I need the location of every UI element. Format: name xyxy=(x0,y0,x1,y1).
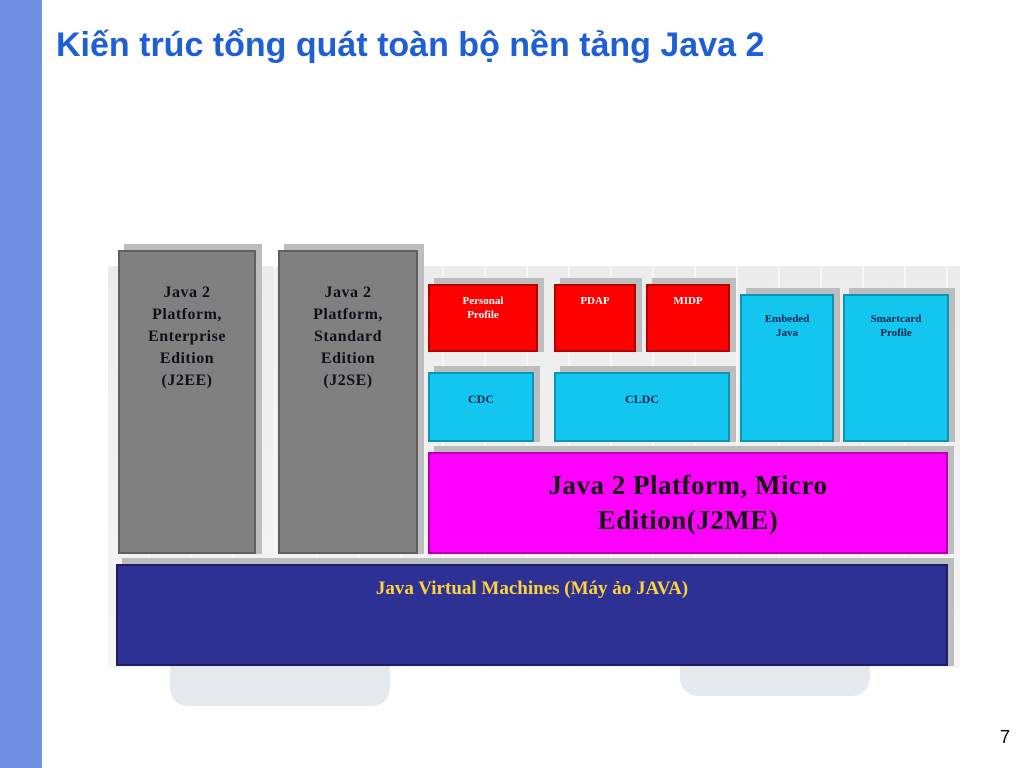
j2me-block: Java 2 Platform, Micro Edition(J2ME) xyxy=(428,452,948,554)
embedded-java-block: Embeded Java xyxy=(740,294,834,442)
cdc-block: CDC xyxy=(428,372,534,442)
midp-block: MIDP xyxy=(646,284,730,352)
java2-architecture-diagram: Java 2 Platform, Enterprise Edition (J2E… xyxy=(108,236,960,714)
page-number: 7 xyxy=(999,727,1010,747)
left-accent-bar xyxy=(0,0,42,768)
jvm-block: Java Virtual Machines (Máy ảo JAVA) xyxy=(116,564,948,666)
cldc-block: CLDC xyxy=(554,372,730,442)
personal-profile-block: Personal Profile xyxy=(428,284,538,352)
j2se-block: Java 2 Platform, Standard Edition (J2SE) xyxy=(278,250,418,554)
j2ee-block: Java 2 Platform, Enterprise Edition (J2E… xyxy=(118,250,256,554)
slide-title: Kiến trúc tổng quát toàn bộ nền tảng Jav… xyxy=(56,26,765,64)
pdap-block: PDAP xyxy=(554,284,636,352)
smartcard-profile-block: Smartcard Profile xyxy=(843,294,949,442)
